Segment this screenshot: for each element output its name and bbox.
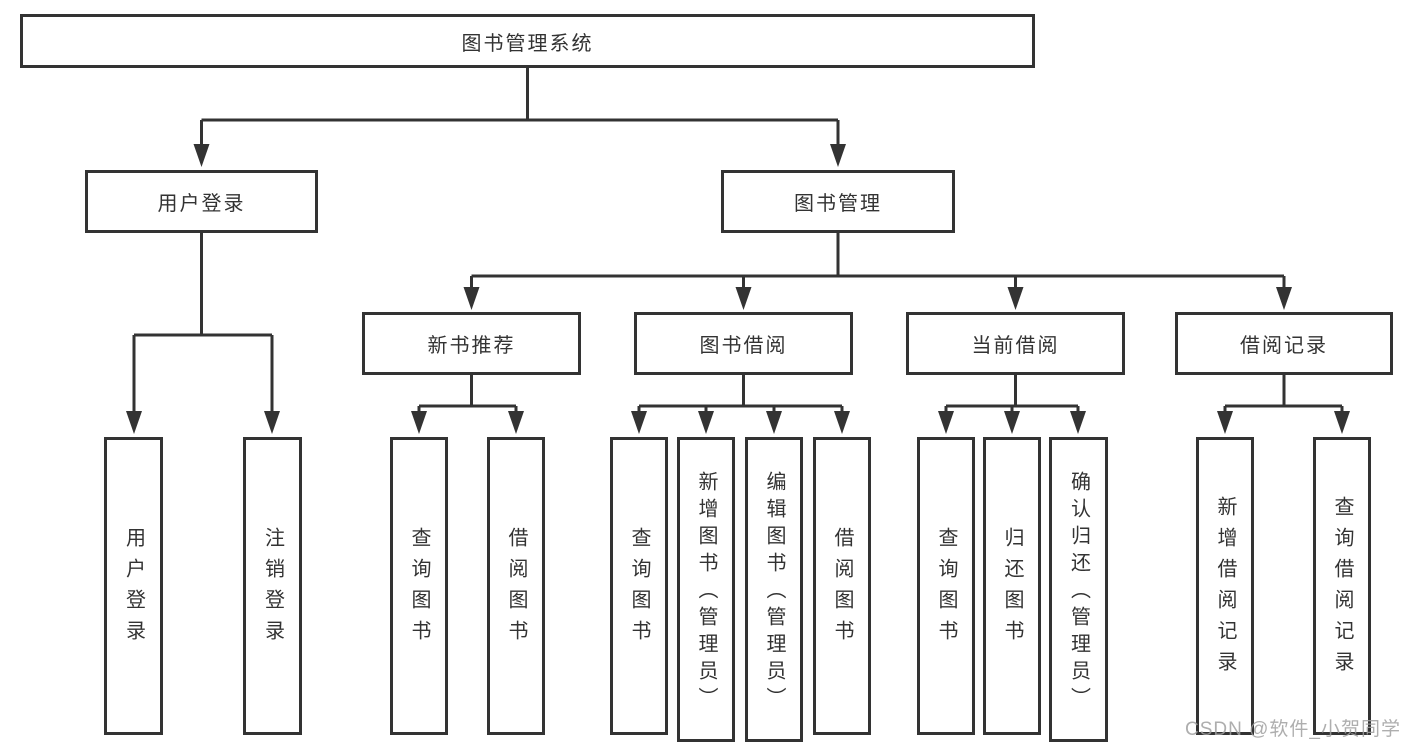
leaf-query-borrow-record: 查询借阅记录 bbox=[1313, 437, 1371, 735]
node-new-book-recommend: 新书推荐 bbox=[362, 312, 581, 375]
leaf-borrow-books-recommend: 借阅图书 bbox=[487, 437, 545, 735]
leaf-edit-books-admin: 编辑图书（管理员） bbox=[745, 437, 803, 742]
node-book-borrow: 图书借阅 bbox=[634, 312, 853, 375]
leaf-query-books-borrow: 查询图书 bbox=[610, 437, 668, 735]
leaf-confirm-return-admin: 确认归还（管理员） bbox=[1049, 437, 1108, 742]
leaf-user-login: 用户登录 bbox=[104, 437, 163, 735]
leaf-borrow-books: 借阅图书 bbox=[813, 437, 871, 735]
leaf-query-books-recommend: 查询图书 bbox=[390, 437, 448, 735]
leaf-logout: 注销登录 bbox=[243, 437, 302, 735]
node-borrow-records: 借阅记录 bbox=[1175, 312, 1393, 375]
leaf-query-books-current: 查询图书 bbox=[917, 437, 975, 735]
leaf-add-borrow-record: 新增借阅记录 bbox=[1196, 437, 1254, 735]
leaf-return-books: 归还图书 bbox=[983, 437, 1041, 735]
node-current-borrow: 当前借阅 bbox=[906, 312, 1125, 375]
csdn-watermark: CSDN @软件_小贺同学 bbox=[1185, 719, 1401, 740]
arrowheads bbox=[126, 144, 1350, 434]
node-book-management: 图书管理 bbox=[721, 170, 955, 233]
node-user-login: 用户登录 bbox=[85, 170, 318, 233]
node-root-system: 图书管理系统 bbox=[20, 14, 1035, 68]
leaf-add-books-admin: 新增图书（管理员） bbox=[677, 437, 735, 742]
